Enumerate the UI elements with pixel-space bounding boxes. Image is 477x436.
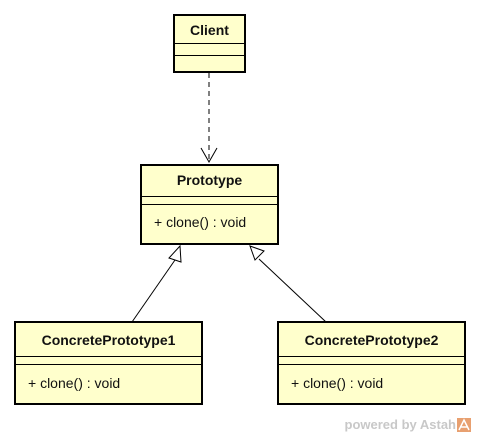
footer-text: powered by Astah	[344, 417, 456, 432]
attributes-compartment	[175, 44, 244, 56]
generalization-arrowhead-2	[249, 245, 265, 261]
generalization-line-1	[131, 259, 176, 323]
astah-logo-icon	[457, 417, 471, 432]
class-name: ConcretePrototype2	[279, 323, 464, 357]
class-concrete-prototype-2[interactable]: ConcretePrototype2 + clone() : void	[277, 321, 466, 405]
class-prototype[interactable]: Prototype + clone() : void	[140, 164, 279, 245]
attributes-compartment	[279, 357, 464, 365]
dependency-arrowhead	[200, 147, 218, 164]
class-name: Prototype	[142, 166, 277, 197]
class-concrete-prototype-1[interactable]: ConcretePrototype1 + clone() : void	[14, 321, 203, 405]
class-client[interactable]: Client	[173, 14, 246, 73]
attributes-compartment	[16, 357, 201, 365]
class-name: ConcretePrototype1	[16, 323, 201, 357]
attributes-compartment	[142, 197, 277, 205]
powered-by-footer: powered by Astah	[345, 417, 471, 432]
generalization-arrowhead-1	[168, 244, 182, 263]
operation: + clone() : void	[28, 375, 121, 391]
operation: + clone() : void	[154, 214, 247, 230]
operation: + clone() : void	[291, 375, 384, 391]
generalization-line-2	[258, 258, 327, 323]
class-name: Client	[175, 16, 244, 44]
